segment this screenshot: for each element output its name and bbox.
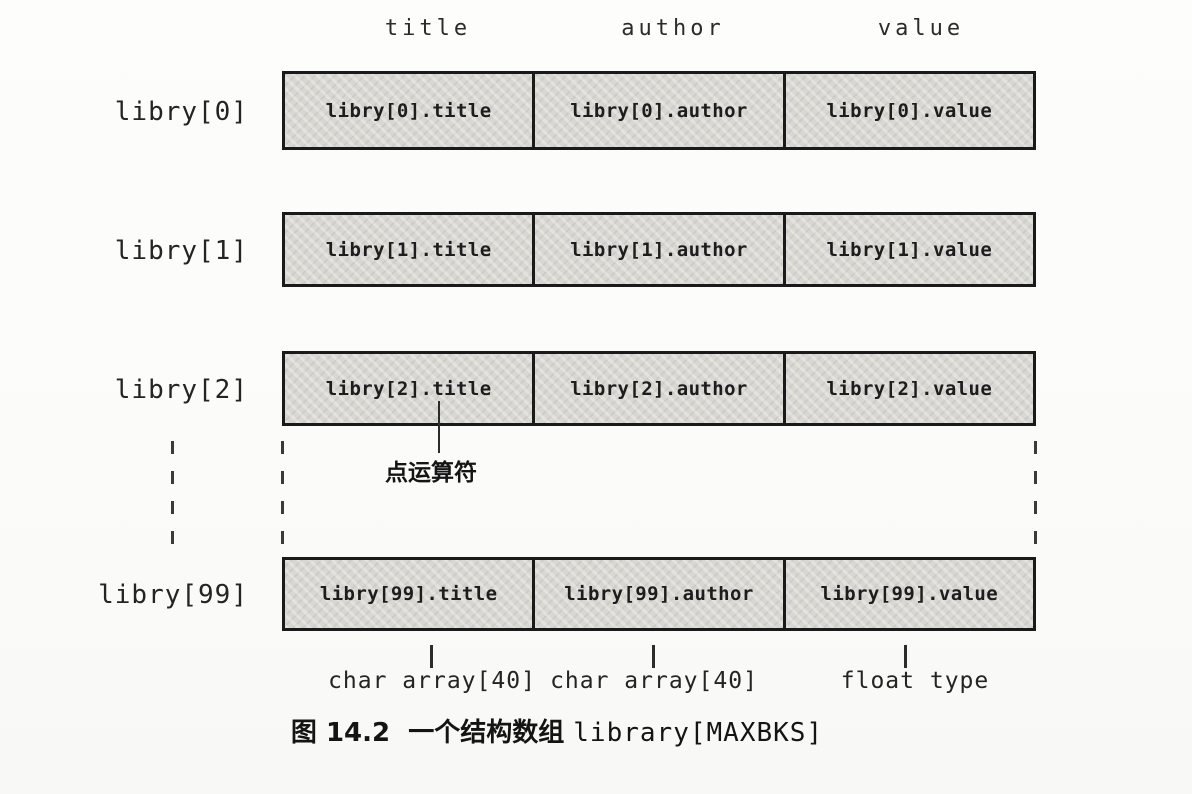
cell-libry-2-title: libry[2].title [285, 354, 533, 423]
type-tick-title [430, 645, 433, 668]
column-header-author: author [621, 16, 725, 41]
row-label-libry-99: libry[99] [98, 580, 248, 610]
cell-libry-2-author: libry[2].author [532, 354, 783, 423]
row-label-libry-2: libry[2] [114, 375, 248, 405]
row-label-libry-0: libry[0] [114, 97, 248, 127]
cell-libry-0-value: libry[0].value [782, 74, 1033, 147]
ellipsis-dashed-line-left [171, 441, 174, 545]
type-label-author: char array[40] [550, 668, 758, 694]
struct-row-libry-1: libry[1].title libry[1].author libry[1].… [282, 212, 1036, 287]
cell-libry-0-title: libry[0].title [285, 74, 533, 147]
cell-libry-1-title: libry[1].title [285, 215, 533, 284]
figure-caption: 图 14.2 一个结构数组 library[MAXBKS] [291, 712, 823, 749]
column-header-value: value [877, 16, 965, 41]
cell-libry-99-value: libry[99].value [782, 560, 1033, 628]
ellipsis-dashed-line-box-left [281, 441, 284, 545]
cell-libry-99-author: libry[99].author [532, 560, 783, 628]
struct-row-libry-0: libry[0].title libry[0].author libry[0].… [282, 71, 1036, 150]
cell-libry-1-author: libry[1].author [532, 215, 783, 284]
column-header-title: title [384, 16, 472, 41]
figure-caption-text: 一个结构数组 [408, 718, 574, 748]
cell-libry-99-title: libry[99].title [285, 560, 533, 628]
cell-libry-2-value: libry[2].value [782, 354, 1033, 423]
ellipsis-dashed-line-box-right [1034, 441, 1037, 545]
type-tick-author [652, 645, 655, 668]
struct-row-libry-99: libry[99].title libry[99].author libry[9… [282, 557, 1036, 631]
cell-libry-1-value: libry[1].value [782, 215, 1033, 284]
dot-operator-label: 点运算符 [385, 460, 477, 486]
row-label-libry-1: libry[1] [114, 236, 248, 266]
struct-row-libry-2: libry[2].title libry[2].author libry[2].… [282, 351, 1036, 426]
cell-libry-0-author: libry[0].author [532, 74, 783, 147]
type-tick-value [904, 645, 907, 668]
figure-caption-code: library[MAXBKS] [573, 718, 824, 748]
type-label-title: char array[40] [328, 668, 536, 694]
type-label-value: float type [840, 668, 990, 694]
figure-caption-number: 图 14.2 [290, 718, 391, 748]
dot-operator-pointer-line [438, 401, 440, 453]
